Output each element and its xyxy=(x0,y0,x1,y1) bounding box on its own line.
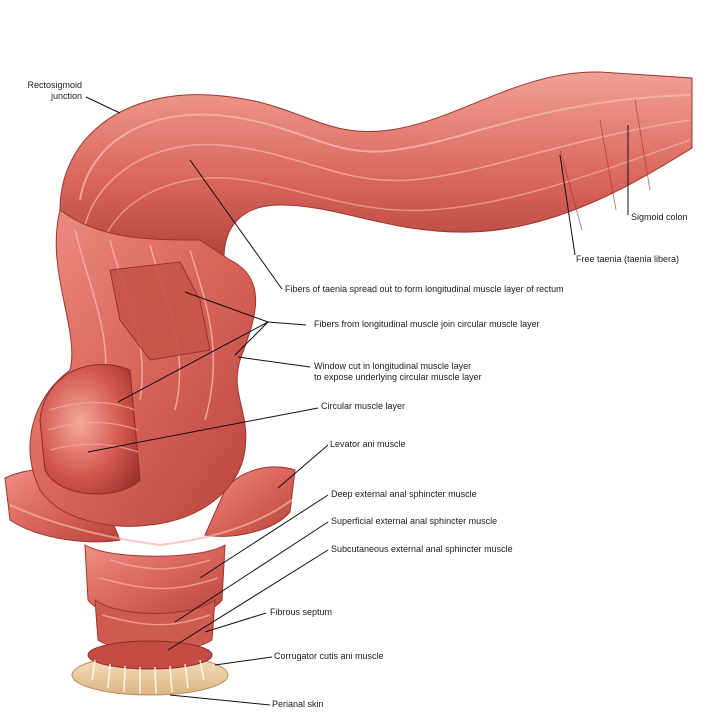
circular-muscle-window xyxy=(39,261,211,495)
label-fibers-taenia: Fibers of taenia spread out to form long… xyxy=(285,284,564,294)
label-deep-sphincter: Deep external anal sphincter muscle xyxy=(331,489,477,499)
label-window-line1: Window cut in longitudinal muscle layer xyxy=(314,361,472,371)
leader-free-taenia xyxy=(559,154,576,256)
label-levator-ani: Levator ani muscle xyxy=(330,439,406,449)
leader-perianal xyxy=(169,694,271,706)
label-fibers-longitudinal: Fibers from longitudinal muscle join cir… xyxy=(314,319,540,329)
label-free-taenia: Free taenia (taenia libera) xyxy=(576,254,680,264)
leader-lines xyxy=(85,96,629,706)
label-perianal-skin: Perianal skin xyxy=(272,699,324,709)
sphincter-complex xyxy=(84,544,226,652)
label-corrugator: Corrugator cutis ani muscle xyxy=(274,651,384,661)
label-circular-muscle: Circular muscle layer xyxy=(321,401,406,411)
leader-fibers-long-b xyxy=(234,321,269,356)
label-sigmoid-colon: Sigmoid colon xyxy=(631,212,688,222)
leader-corrugator xyxy=(214,656,273,666)
sigmoid-colon-shape xyxy=(59,71,693,276)
leader-levator xyxy=(277,444,329,489)
leader-fibrous xyxy=(204,612,267,633)
leader-fibers-taenia xyxy=(189,159,283,290)
label-window-line2: to expose underlying circular muscle lay… xyxy=(314,372,482,382)
leader-deep xyxy=(199,494,329,579)
label-fibrous-septum: Fibrous septum xyxy=(270,607,333,617)
label-subcutaneous-sphincter: Subcutaneous external anal sphincter mus… xyxy=(331,544,513,554)
label-rectosigmoid-junction: Rectosigmoid junction xyxy=(10,80,82,102)
leader-subcutaneous xyxy=(167,549,329,651)
leader-superficial xyxy=(174,521,329,623)
label-rectosigmoid-line2: junction xyxy=(50,91,82,101)
perianal-skin-shape xyxy=(71,640,229,696)
leader-window xyxy=(237,356,311,368)
leader-rectosigmoid xyxy=(85,96,121,114)
leader-fibers-long-c xyxy=(117,321,269,403)
label-rectosigmoid-line1: Rectosigmoid xyxy=(27,80,82,90)
leader-circular xyxy=(87,407,319,453)
label-window: Window cut in longitudinal muscle layer … xyxy=(314,361,482,383)
leader-fibers-long xyxy=(267,321,307,326)
leader-fibers-long-a xyxy=(184,291,269,323)
label-superficial-sphincter: Superficial external anal sphincter musc… xyxy=(331,516,498,526)
